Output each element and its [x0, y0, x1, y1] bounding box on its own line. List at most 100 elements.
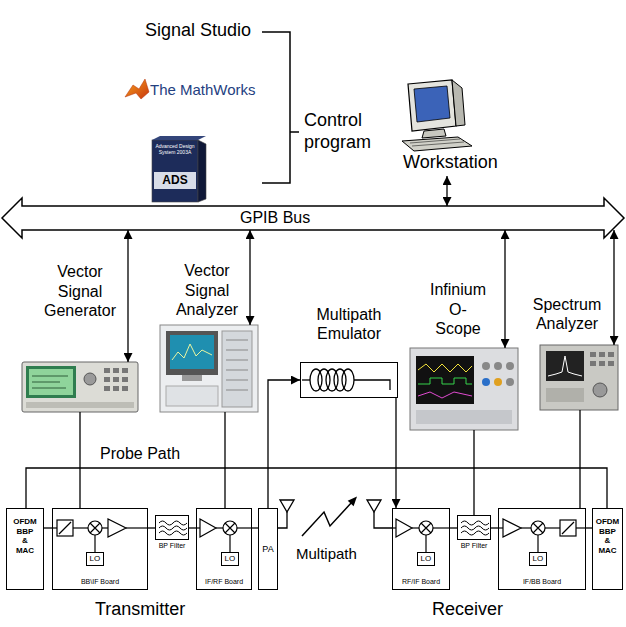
node-text: Vector Signal Analyzer	[176, 261, 238, 319]
workstation-icon	[410, 139, 464, 146]
signal-generator-picture	[84, 373, 96, 385]
oscillator-box: LO	[417, 552, 435, 566]
connector	[579, 410, 580, 508]
coil-symbol	[302, 379, 310, 380]
antenna-symbol	[280, 500, 294, 512]
spectrum-analyzer-picture	[593, 383, 607, 397]
node-text: Spectrum Analyzer	[533, 295, 601, 333]
signal-analyzer-picture	[160, 325, 258, 412]
antenna-symbol	[278, 512, 287, 528]
signal-generator-picture	[104, 368, 110, 373]
software-box	[152, 140, 198, 202]
oscillator-box: LO	[221, 552, 239, 566]
oscilloscope-picture	[410, 348, 518, 430]
workstation-icon	[452, 80, 465, 126]
antenna-symbol	[367, 500, 381, 512]
connector	[395, 398, 396, 508]
connector	[189, 527, 196, 528]
spectrum-analyzer-picture	[546, 388, 584, 402]
oscilloscope-picture	[494, 378, 502, 386]
node-text: LO	[89, 554, 100, 564]
signal-generator-picture	[22, 362, 138, 412]
filter-symbol	[159, 521, 187, 525]
oscilloscope-picture	[418, 364, 472, 372]
connector	[450, 527, 457, 528]
transmitter-circuit	[90, 523, 100, 533]
transmitter-circuit	[52, 519, 252, 552]
spectrum-analyzer-picture	[608, 352, 614, 357]
transmitter-circuit	[88, 521, 102, 535]
transmitter-circuit	[73, 527, 88, 528]
mathworks-logo	[125, 79, 149, 99]
software-box	[198, 140, 206, 202]
transmitter-circuit	[225, 523, 235, 533]
signal-generator-picture	[26, 402, 134, 408]
receiver-circuit	[531, 521, 545, 535]
transmitter-circuit	[102, 527, 108, 528]
node-text: IF/BB Board	[523, 578, 561, 586]
spectrum-analyzer-picture	[546, 351, 584, 381]
diagram-label: Multipath	[296, 545, 357, 563]
board: BB\IF BoardLO	[52, 508, 148, 590]
filter-symbol	[461, 521, 489, 525]
diagram-label: Control program	[304, 110, 371, 153]
diagram-label: Probe Path	[100, 444, 180, 463]
filter-symbol	[461, 531, 489, 535]
receiver-circuit	[425, 535, 426, 552]
node-text: LO	[420, 554, 431, 564]
receiver-circuit	[433, 527, 450, 528]
multipath-zigzag	[348, 497, 357, 507]
connector	[473, 430, 474, 515]
board: RF/IF Board LO	[392, 508, 450, 590]
software-box	[154, 172, 196, 189]
node-text: RF/IF Board	[402, 578, 440, 586]
signal-analyzer-picture	[160, 325, 258, 412]
signal-generator-picture	[113, 386, 119, 391]
signal-analyzer-picture	[170, 335, 214, 369]
receiver-circuit	[392, 519, 586, 552]
receiver-circuit	[421, 523, 431, 533]
signal-generator-picture	[29, 369, 73, 395]
spectrum-analyzer-picture	[608, 361, 614, 366]
connector	[613, 230, 614, 345]
oscilloscope-picture	[482, 378, 490, 386]
signal-analyzer: Vector Signal Analyzer	[160, 325, 258, 412]
connector	[79, 412, 80, 508]
signal-generator-picture	[122, 377, 128, 382]
workstation-icon	[408, 80, 456, 131]
connector	[491, 527, 498, 528]
gpib-bus-band	[2, 198, 624, 238]
signal-generator-picture	[104, 386, 110, 391]
diagram-label: Receiver	[432, 599, 503, 621]
gpib-bus-band	[2, 198, 624, 238]
receiver-circuit	[560, 520, 576, 536]
node-text: Vector Signal Generator	[44, 262, 116, 320]
oscilloscope-picture	[416, 356, 474, 404]
connector	[224, 412, 225, 508]
filter-symbol	[159, 526, 187, 530]
board: IF/RF BoardLO	[196, 508, 252, 590]
signal-analyzer-picture	[182, 375, 202, 381]
multipath-emulator: Multipath Emulator	[300, 362, 398, 398]
antenna-symbol	[374, 512, 392, 528]
connector	[504, 230, 505, 348]
connector	[268, 380, 300, 508]
multipath-zigzag	[302, 497, 357, 537]
connector	[26, 468, 607, 508]
spectrum-analyzer-picture	[590, 361, 596, 366]
signal-analyzer-picture	[166, 386, 218, 406]
oscilloscope-picture	[482, 362, 490, 370]
filter-symbol	[159, 531, 187, 535]
node-text: OFDM BBP & MAC	[13, 517, 37, 555]
signal-generator: Vector Signal Generator	[22, 362, 138, 412]
node-text: LO	[224, 554, 235, 564]
coil-symbol	[342, 369, 354, 391]
workstation: Workstation	[398, 78, 522, 176]
oscilloscope-picture	[418, 392, 472, 398]
node-text: BP Filter	[461, 542, 488, 550]
node-text: LO	[532, 554, 543, 564]
workstation-icon	[422, 129, 446, 138]
transmitter-circuit	[126, 527, 148, 528]
signal-analyzer-picture	[222, 331, 252, 407]
